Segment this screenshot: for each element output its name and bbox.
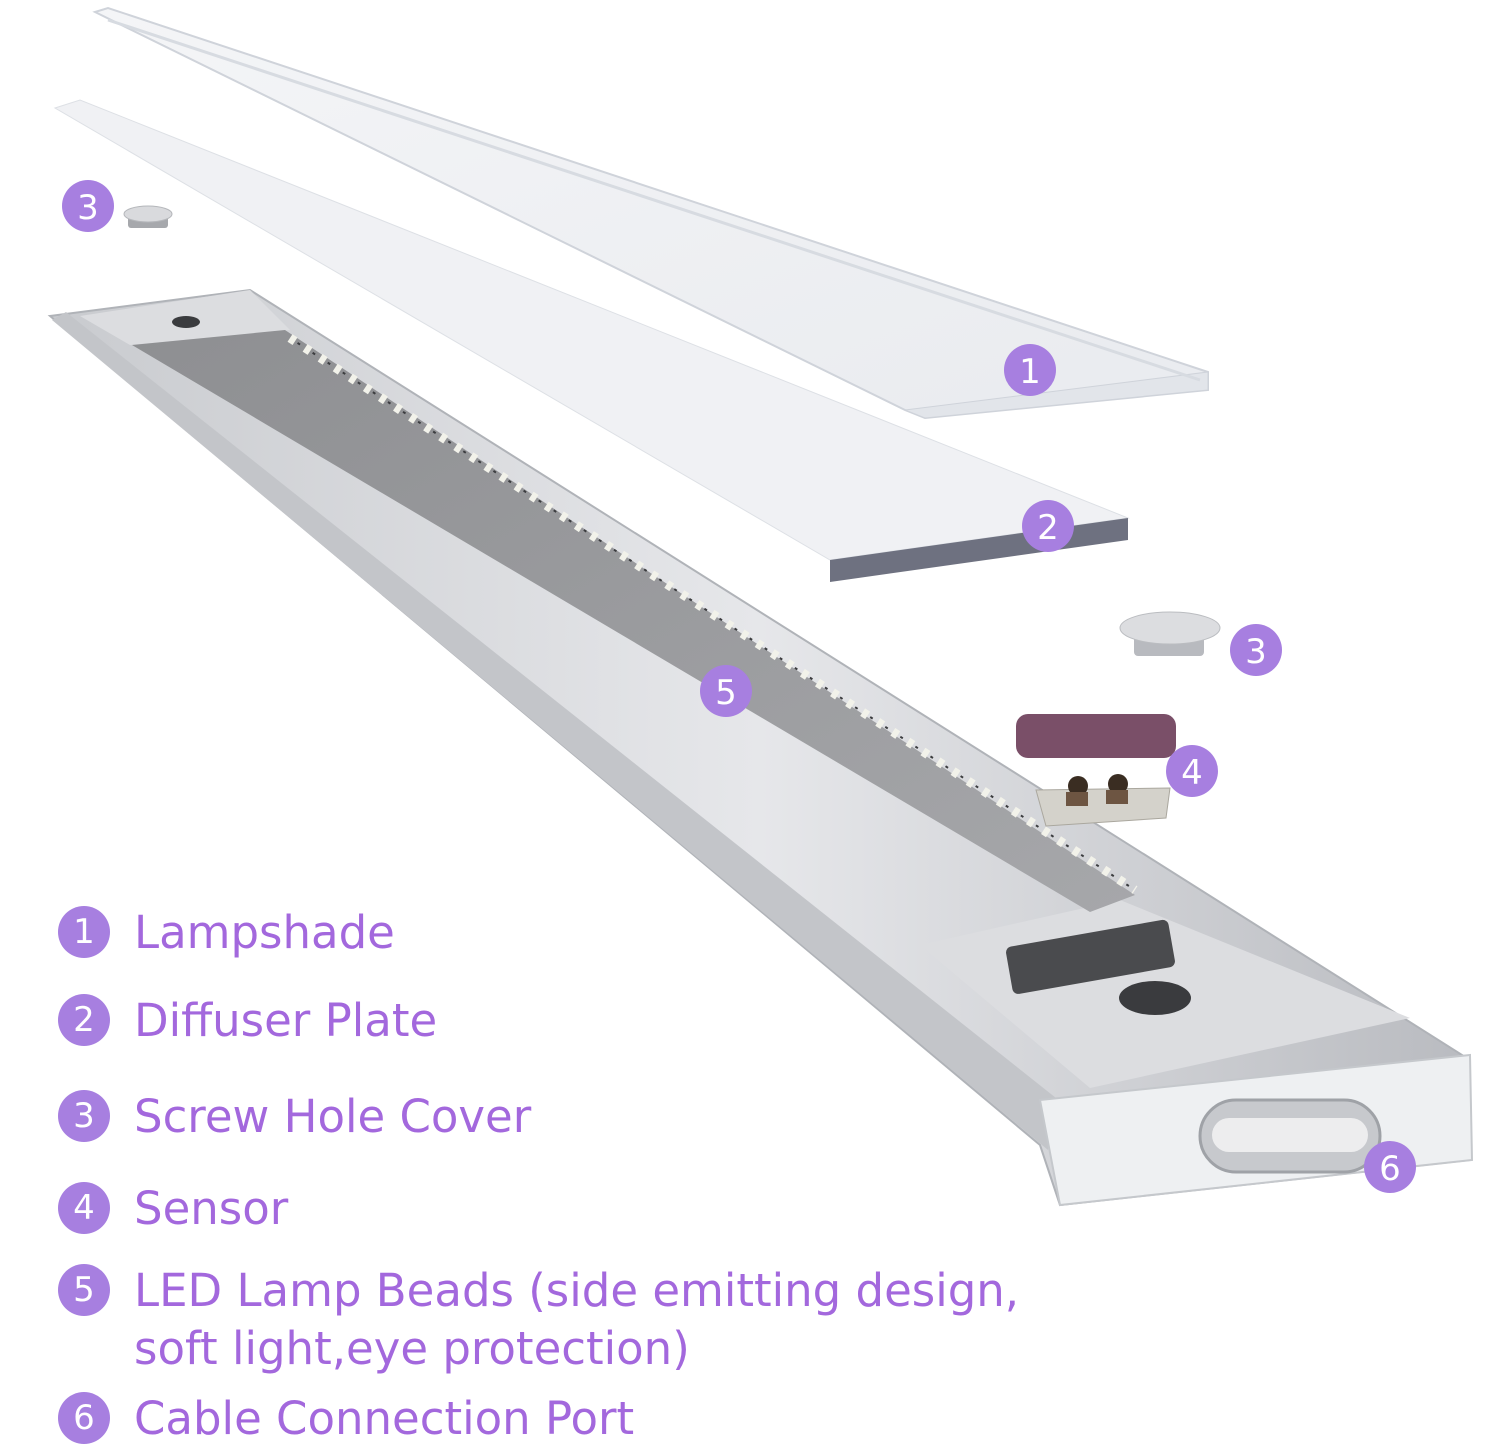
callout-2-number: 2 <box>1037 508 1059 548</box>
lampshade <box>92 6 1209 420</box>
legend-label-screw-hole-cover: Screw Hole Cover <box>134 1090 532 1143</box>
legend-badge-1: 1 <box>58 906 110 958</box>
legend-item-led-lamp-beads: 5 LED Lamp Beads (side emitting design, … <box>58 1264 1019 1378</box>
legend-item-diffuser-plate: 2 Diffuser Plate <box>58 994 437 1050</box>
legend-item-sensor: 4 Sensor <box>58 1182 288 1238</box>
legend-badge-5: 5 <box>58 1264 110 1316</box>
callout-3-left: 3 <box>62 180 114 232</box>
callout-4-number: 4 <box>1181 753 1203 793</box>
sensor <box>1016 714 1176 827</box>
legend-item-screw-hole-cover: 3 Screw Hole Cover <box>58 1090 531 1146</box>
callout-6-number: 6 <box>1379 1149 1401 1189</box>
legend-item-cable-connection-port: 6 Cable Connection Port <box>58 1392 634 1448</box>
led-lamp-beads <box>132 330 1138 912</box>
callout-1-number: 1 <box>1019 352 1041 392</box>
callout-3-right-number: 3 <box>1245 632 1267 672</box>
legend-badge-6: 6 <box>58 1392 110 1444</box>
callout-3-left-number: 3 <box>77 188 99 228</box>
screw-hole-cover-right <box>1119 611 1221 656</box>
screw-hole-cover-left <box>123 205 173 228</box>
legend-label-diffuser-plate: Diffuser Plate <box>134 994 438 1047</box>
legend-label-led-lamp-beads: LED Lamp Beads (side emitting design, so… <box>134 1264 1020 1375</box>
legend-label-lampshade: Lampshade <box>134 906 395 959</box>
callout-4: 4 <box>1166 745 1218 797</box>
legend-label-sensor: Sensor <box>134 1182 289 1235</box>
legend-label-cable-connection-port: Cable Connection Port <box>134 1392 635 1445</box>
callout-3-right: 3 <box>1230 624 1282 676</box>
aluminum-housing <box>47 288 1474 1207</box>
callout-5: 5 <box>700 665 752 717</box>
callout-5-number: 5 <box>715 673 737 713</box>
legend-badge-3: 3 <box>58 1090 110 1142</box>
legend-badge-4: 4 <box>58 1182 110 1234</box>
callout-1: 1 <box>1004 344 1056 396</box>
callout-6: 6 <box>1364 1141 1416 1193</box>
callout-2: 2 <box>1022 500 1074 552</box>
legend-badge-2: 2 <box>58 994 110 1046</box>
legend-item-lampshade: 1 Lampshade <box>58 906 395 962</box>
